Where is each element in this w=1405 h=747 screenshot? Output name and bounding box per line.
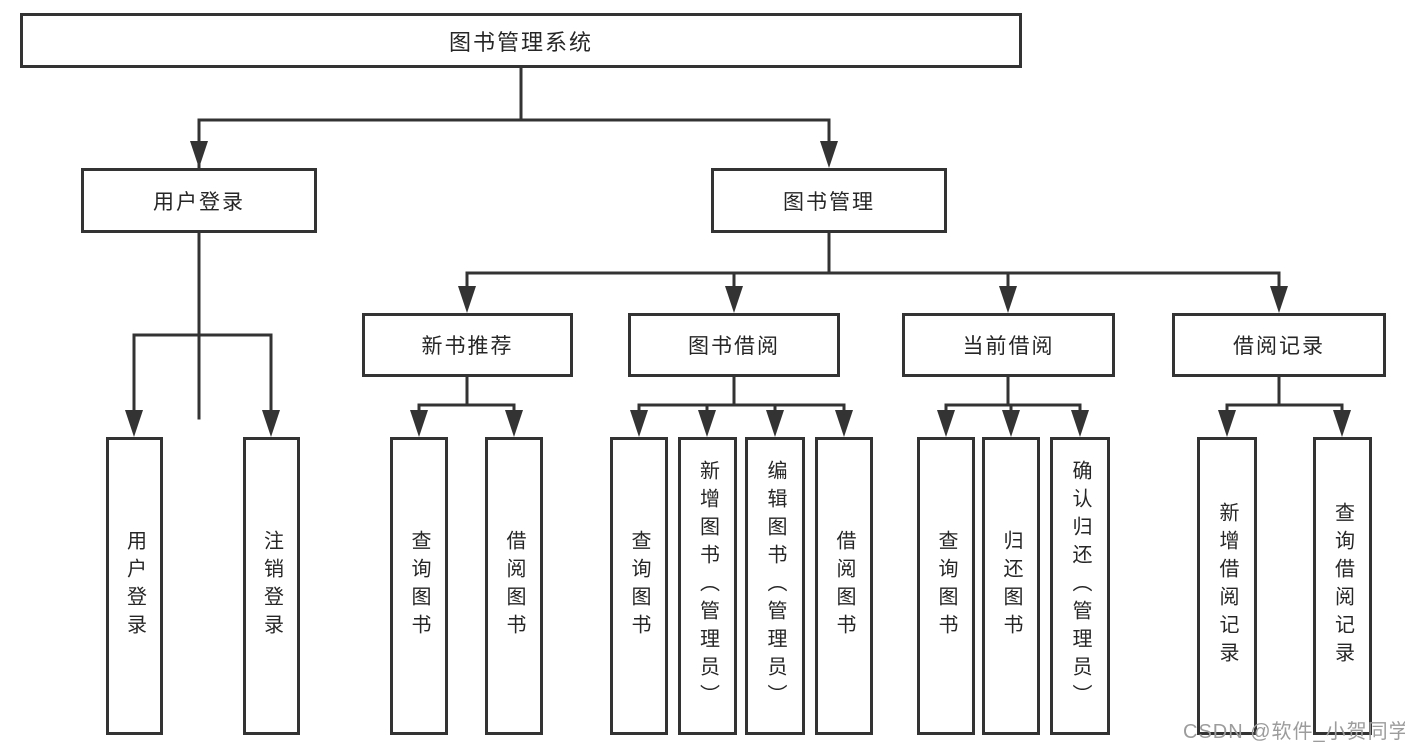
node-leaf-borrow-books-borrowing: 借阅图书 bbox=[815, 437, 873, 735]
node-leaf-query-books-current: 查询图书 bbox=[917, 437, 975, 735]
node-leaf-logout: 注销登录 bbox=[243, 437, 300, 735]
node-user-login: 用户登录 bbox=[81, 168, 317, 233]
node-leaf-borrow-books-recommend: 借阅图书 bbox=[485, 437, 543, 735]
node-leaf-user-login: 用户登录 bbox=[106, 437, 163, 735]
node-leaf-edit-books-admin: 编辑图书（管理员） bbox=[745, 437, 805, 735]
node-new-book-recommend: 新书推荐 bbox=[362, 313, 573, 377]
csdn-watermark: CSDN @软件_小贺同学 bbox=[1183, 721, 1405, 743]
node-book-management: 图书管理 bbox=[711, 168, 947, 233]
node-borrow-records: 借阅记录 bbox=[1172, 313, 1386, 377]
node-leaf-add-books-admin: 新增图书（管理员） bbox=[678, 437, 737, 735]
connector-newbook-to-leaves bbox=[417, 375, 516, 418]
connector-records-to-leaves bbox=[1225, 375, 1344, 418]
node-leaf-query-books-borrowing: 查询图书 bbox=[610, 437, 668, 735]
node-root-system: 图书管理系统 bbox=[20, 13, 1022, 68]
node-leaf-return-books: 归还图书 bbox=[982, 437, 1040, 735]
connector-bookmgmt-to-level3 bbox=[465, 231, 1281, 294]
node-leaf-query-borrow-record: 查询借阅记录 bbox=[1313, 437, 1372, 735]
node-leaf-confirm-return-admin: 确认归还（管理员） bbox=[1050, 437, 1110, 735]
connector-userlogin-to-leaves bbox=[132, 231, 273, 418]
connector-borrowing-to-leaves bbox=[637, 375, 846, 418]
node-leaf-query-books-recommend: 查询图书 bbox=[390, 437, 448, 735]
node-book-borrowing: 图书借阅 bbox=[628, 313, 840, 377]
node-leaf-add-borrow-record: 新增借阅记录 bbox=[1197, 437, 1257, 735]
node-current-borrowing: 当前借阅 bbox=[902, 313, 1115, 377]
connector-current-to-leaves bbox=[944, 375, 1082, 418]
